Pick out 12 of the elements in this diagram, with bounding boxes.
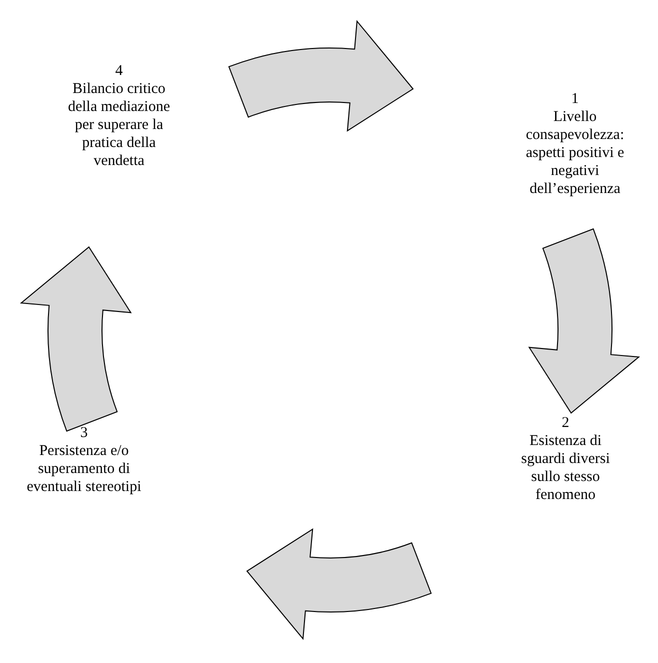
step-text: Livello consapevolezza: aspetti positivi e negativi dell’esperienza: [524, 108, 626, 198]
curved-block-arrow: [246, 528, 432, 640]
step-number: 2: [562, 414, 570, 432]
step-text: Persistenza e/o superamento di eventuali stereotipi: [26, 442, 142, 496]
step-text: Bilancio critico della mediazione per superare la pratica della vendetta: [66, 80, 172, 170]
curved-block-arrow: [20, 246, 132, 432]
step-text: Esistenza di sguardi diversi sullo stesso fenomeno: [520, 432, 611, 504]
curved-block-arrow: [528, 228, 640, 414]
step-number: 3: [80, 424, 88, 442]
step-number: 1: [571, 90, 579, 108]
curved-block-arrow: [228, 20, 414, 132]
step-number: 4: [115, 62, 123, 80]
